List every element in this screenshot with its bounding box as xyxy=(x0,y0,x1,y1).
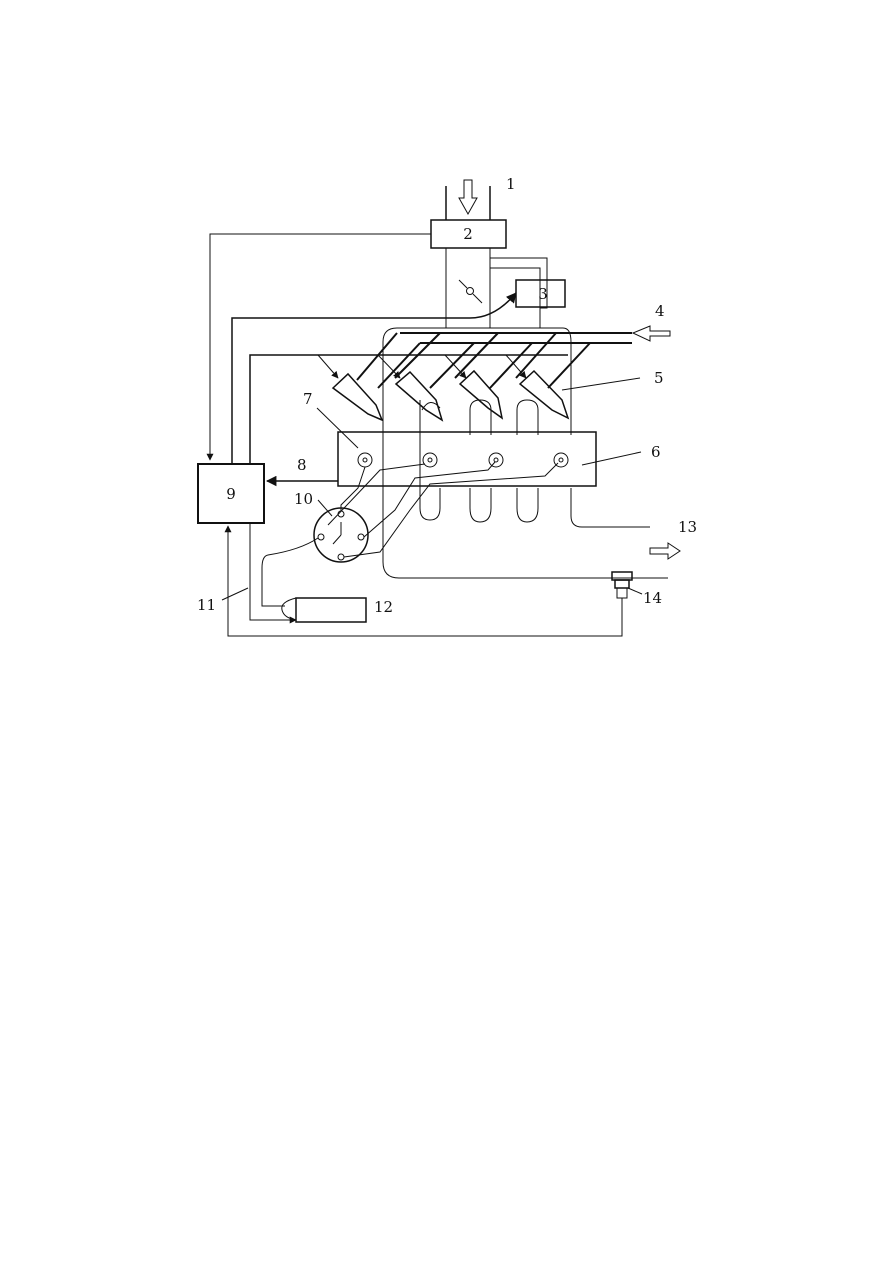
label-13: 13 xyxy=(678,518,697,536)
label-3: 3 xyxy=(538,285,548,303)
intake-manifold xyxy=(382,327,668,579)
engine-block xyxy=(337,431,597,487)
leader-lines xyxy=(221,377,648,601)
intake-air-arrow-icon xyxy=(458,179,478,216)
throttle-valve-icon xyxy=(458,279,483,304)
spark-plug-3 xyxy=(488,452,504,468)
spark-plug-4 xyxy=(553,452,569,468)
ignition-wires xyxy=(261,461,559,607)
ecu-box xyxy=(197,463,265,524)
label-4: 4 xyxy=(655,302,665,320)
fuel-rail xyxy=(356,332,632,389)
distributor xyxy=(313,507,369,563)
label-1: 1 xyxy=(506,175,516,193)
intake-tube xyxy=(445,248,548,328)
label-14: 14 xyxy=(643,589,662,607)
intake-duct xyxy=(445,179,491,220)
label-2: 2 xyxy=(463,225,473,243)
label-6: 6 xyxy=(651,443,661,461)
injector-1 xyxy=(331,372,384,422)
fuel-inlet-arrow-icon xyxy=(631,325,671,342)
exhaust-arrow-icon xyxy=(649,542,681,560)
throttle-body xyxy=(489,267,541,329)
spark-plug-1 xyxy=(357,452,373,468)
label-9: 9 xyxy=(226,485,236,503)
injector-2 xyxy=(394,370,444,422)
oxygen-sensor xyxy=(611,571,633,599)
injector-3 xyxy=(458,369,504,420)
spark-plug-2 xyxy=(422,452,438,468)
label-8: 8 xyxy=(297,456,307,474)
label-5: 5 xyxy=(654,369,664,387)
ignition-coil xyxy=(281,597,367,623)
injector-4 xyxy=(518,369,570,420)
label-7: 7 xyxy=(303,390,313,408)
label-11: 11 xyxy=(197,596,216,614)
ecu-wiring xyxy=(206,233,623,637)
label-10: 10 xyxy=(294,490,313,508)
label-12: 12 xyxy=(374,598,393,616)
